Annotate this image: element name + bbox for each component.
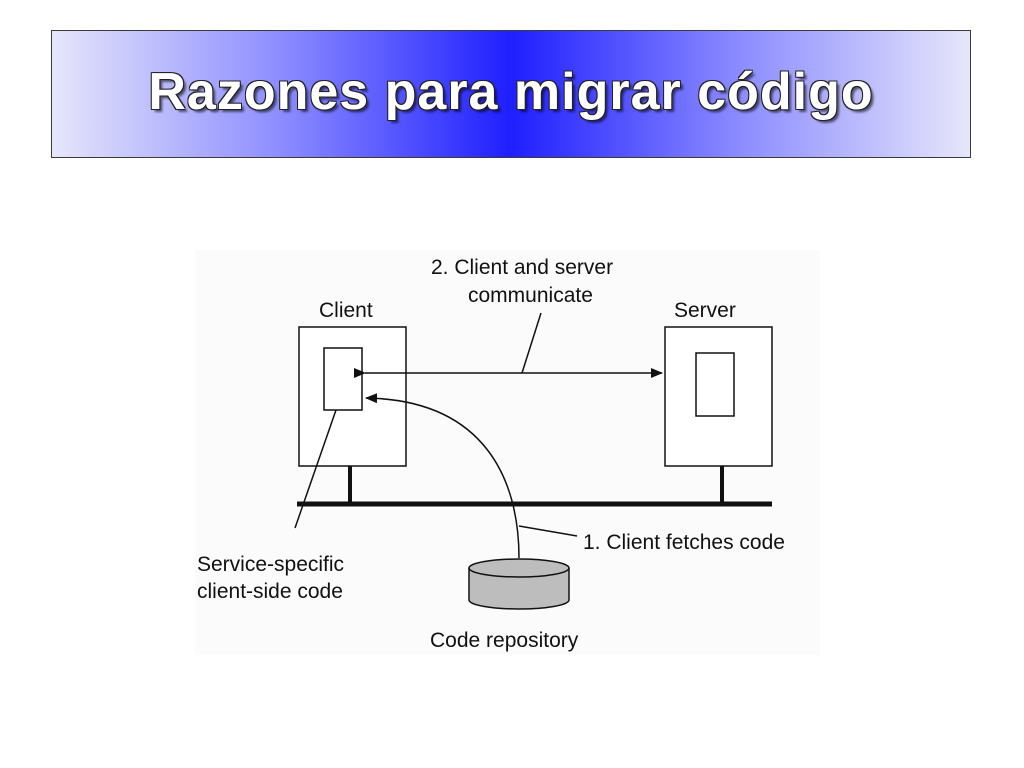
client-label: Client — [319, 299, 373, 322]
slide-title: Razones para migrar código — [148, 63, 874, 121]
client-side-code-block — [323, 347, 363, 411]
code-repository-label: Code repository — [430, 629, 579, 652]
service-code-label-line1: Service-specific — [197, 553, 344, 576]
service-code-label-line2: client-side code — [197, 580, 343, 603]
fetch-code-label: 1. Client fetches code — [583, 531, 785, 554]
code-migration-diagram: 2. Client and server communicate Client … — [195, 250, 820, 655]
communicate-leader-line — [521, 312, 542, 374]
fetch-code-arrow — [365, 393, 520, 559]
title-banner: Razones para migrar código — [51, 30, 971, 158]
service-code-leader-line — [294, 409, 337, 529]
server-code-block — [695, 352, 735, 417]
diagram-canvas: 2. Client and server communicate Client … — [197, 256, 785, 652]
code-repository-icon — [468, 558, 570, 610]
server-label: Server — [674, 299, 736, 322]
fetch-leader-line — [518, 525, 578, 537]
communicate-label-line1: 2. Client and server — [431, 256, 613, 279]
communicate-label-line2: communicate — [468, 284, 593, 307]
